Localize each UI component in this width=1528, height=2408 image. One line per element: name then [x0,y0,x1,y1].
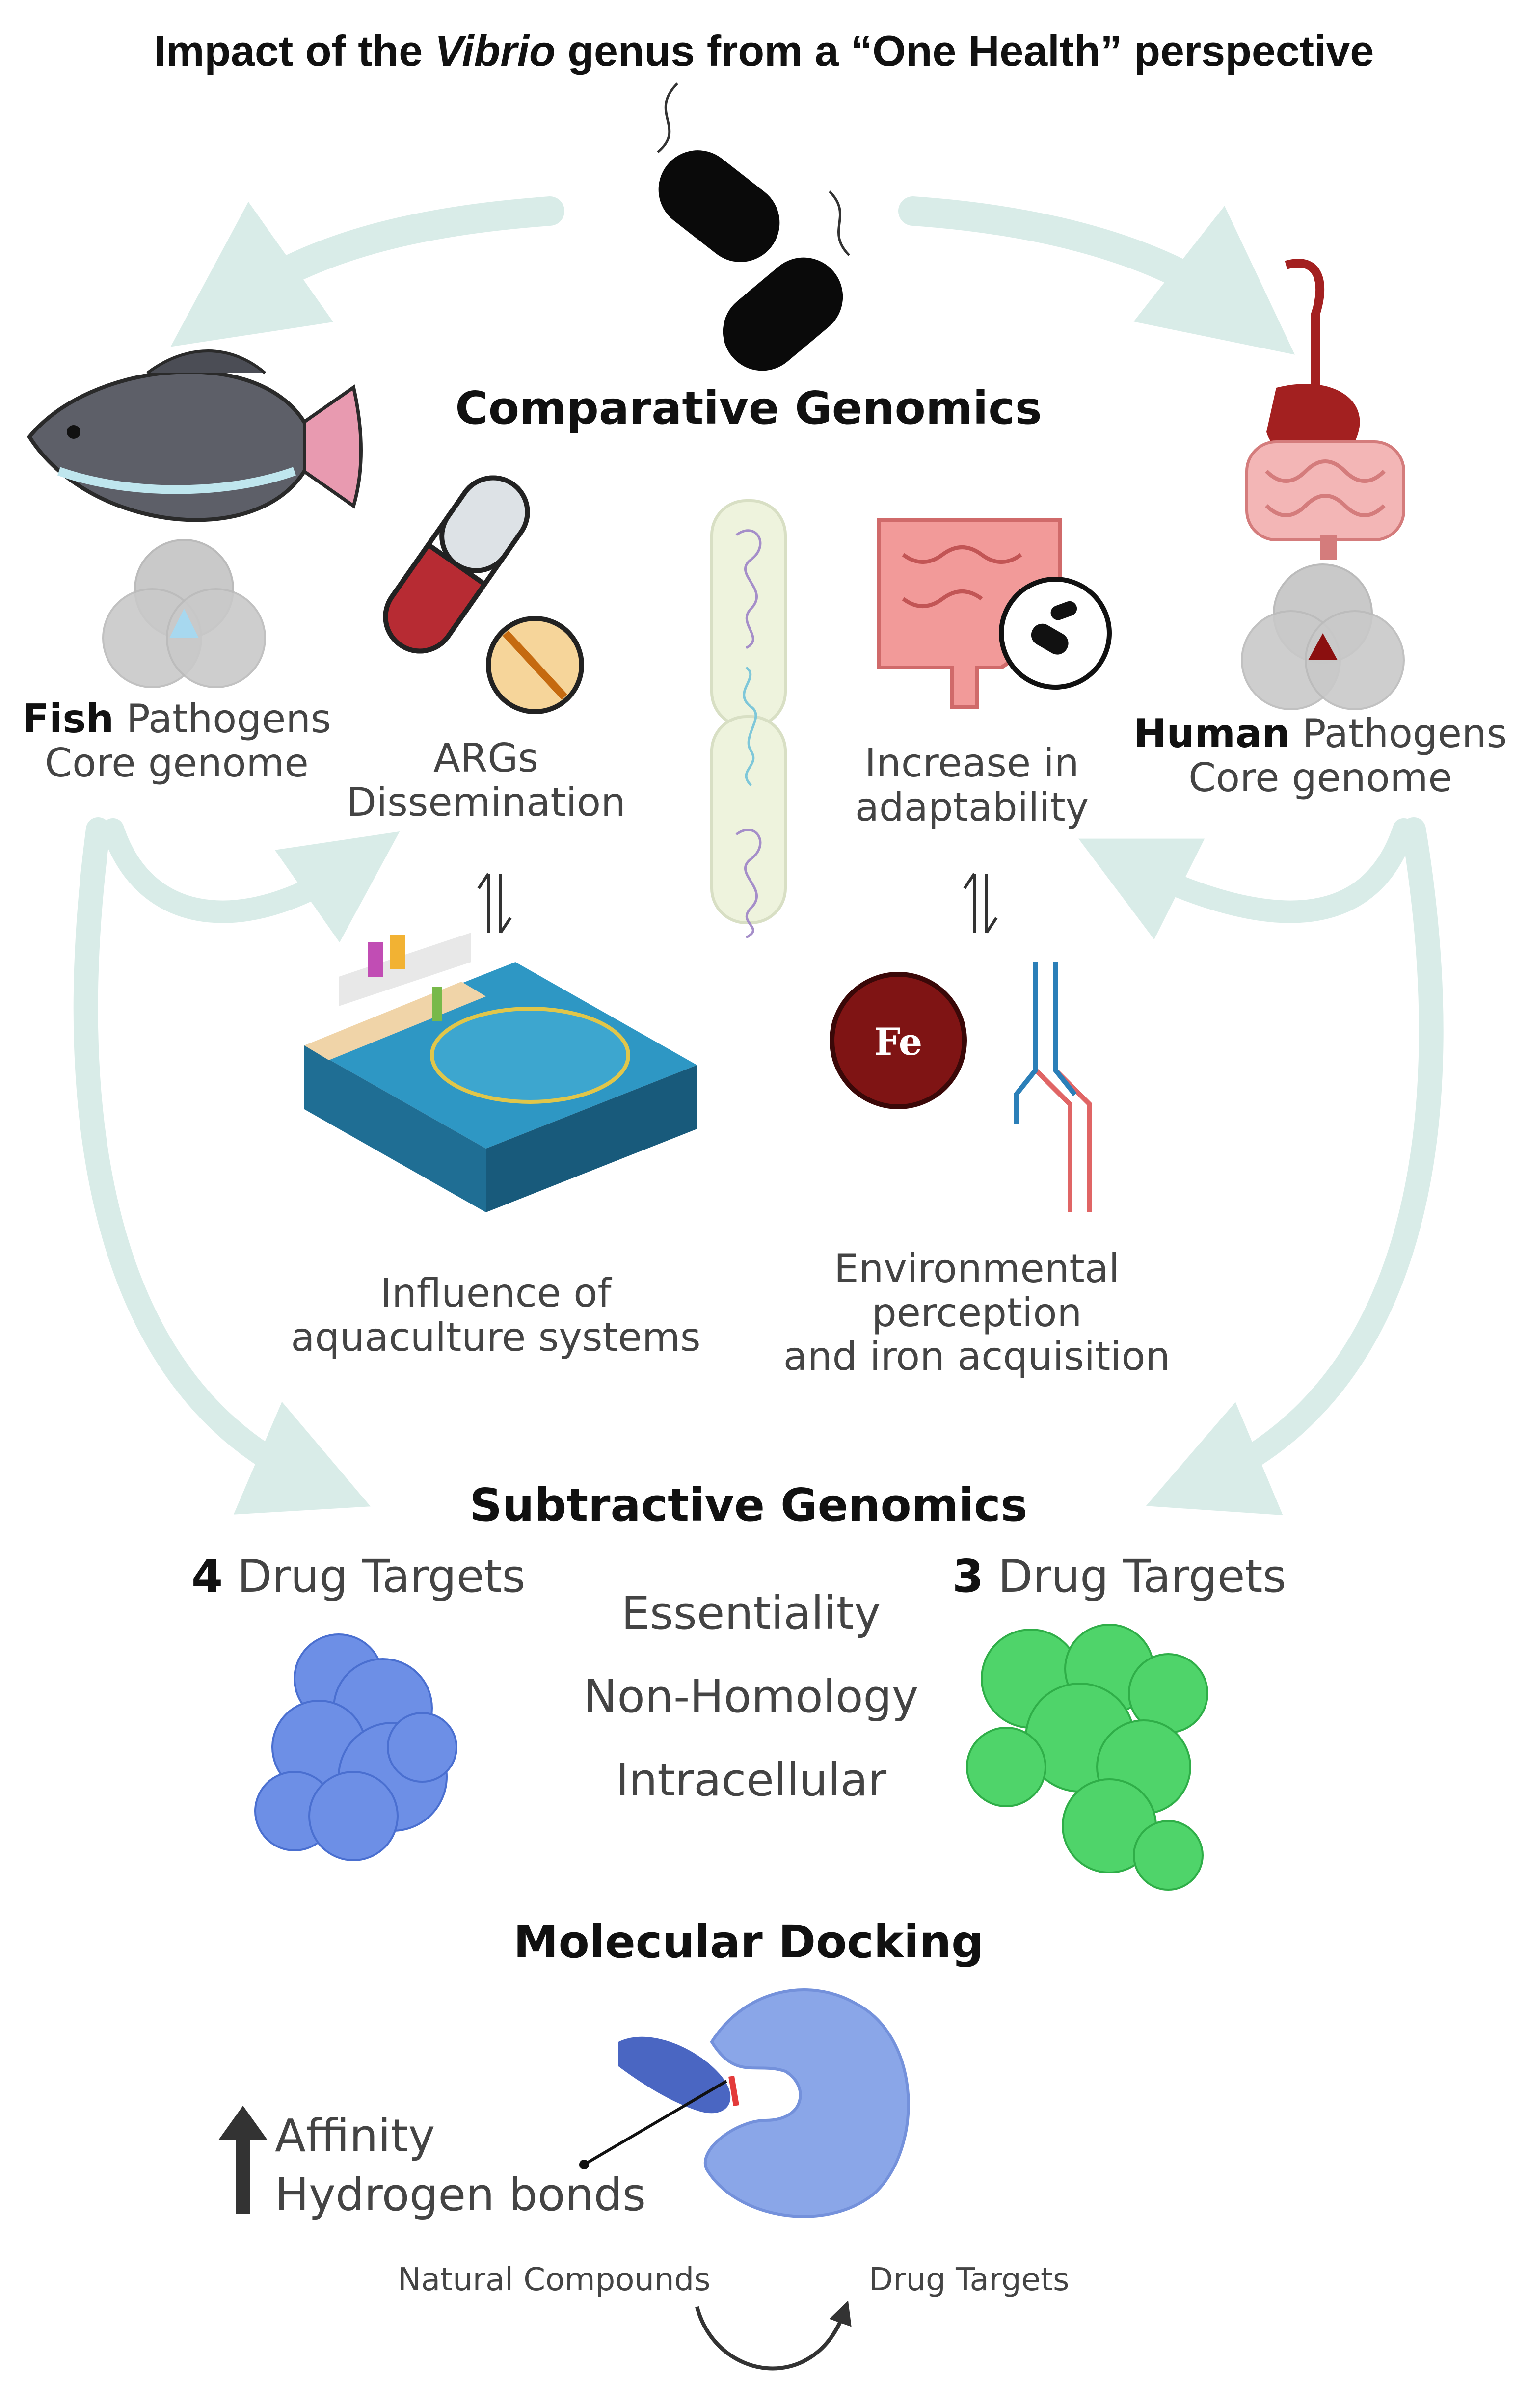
criterion-intracellular: Intracellular [615,1754,887,1806]
args-label: ARGs Dissemination [344,736,628,824]
dna-icon [1014,962,1092,1212]
title-prefix: Impact of the [154,27,423,75]
iron-symbol: Fe [874,1020,923,1064]
section-subtractive-genomics: Subtractive Genomics [469,1479,1028,1531]
docking-natural-compounds: Natural Compounds [398,2262,711,2298]
docking-enzyme-icon [579,1988,910,2218]
human-label: Human Pathogens Core genome [1119,712,1522,800]
env-line3: and iron acquisition [783,1334,1171,1380]
aqua-line1: Influence of [380,1270,612,1316]
up-arrow-icon [218,2106,268,2214]
intestine-icon [877,518,1112,709]
flow-arrows [73,196,1444,1515]
fish-label-rest: Pathogens [126,696,331,742]
docking-drug-targets: Drug Targets [869,2262,1070,2298]
tablet-icon [486,616,584,714]
section-molecular-docking: Molecular Docking [513,1916,984,1968]
human-label-line2: Core genome [1188,754,1452,801]
fish-icon [27,349,363,522]
protein-blue-icon [254,1633,457,1861]
page-title: Impact of the Vibrio genus from a “One H… [0,27,1528,76]
targets-right-text: Drug Targets [998,1550,1287,1603]
aquaculture-icon [304,933,697,1212]
env-line2: perception [871,1289,1082,1336]
cycle-arrow-icon [695,2301,852,2371]
adapt-label: Increase in adaptability [844,741,1099,829]
env-line1: Environmental [833,1246,1120,1291]
arrow-human-to-adapt [1078,818,1415,940]
venn-icon [102,539,266,688]
criterion-non-homology: Non-Homology [583,1670,919,1723]
targets-left-text: Drug Targets [237,1550,526,1603]
title-suffix: genus from a “One Health” perspective [567,27,1374,75]
targets-left-label: 4 Drug Targets [191,1551,525,1602]
venn-icon [1241,563,1405,710]
human-label-rest: Pathogens [1302,711,1507,756]
digestive-system-icon [1245,259,1405,560]
arrow-fish-to-subtractive [73,817,371,1515]
chromosome-icon [710,499,787,939]
fish-label-line2: Core genome [45,740,309,786]
docking-affinity: Affinity [275,2110,435,2162]
arrow-to-fish [170,196,564,347]
targets-right-count: 3 [952,1550,984,1603]
arrow-human-to-subtractive [1146,817,1444,1515]
bacteria-icon [657,82,850,371]
arrow-to-human [898,196,1295,355]
title-genus: Vibrio [434,27,556,75]
fish-label: Fish Pathogens Core genome [20,697,334,785]
targets-left-count: 4 [191,1550,223,1603]
fish-label-bold: Fish [22,696,114,742]
aqua-line2: aquaculture systems [291,1314,701,1360]
iron-icon [830,972,967,1109]
equilibrium-icon [477,873,998,934]
human-label-bold: Human [1133,711,1290,756]
targets-right-label: 3 Drug Targets [952,1551,1286,1602]
aquaculture-label: Influence of aquaculture systems [275,1271,717,1359]
environment-label: Environmental perception and iron acquis… [766,1247,1188,1379]
arrow-fish-to-args [102,818,400,943]
criterion-essentiality: Essentiality [621,1587,881,1639]
adapt-line1: Increase in [864,740,1079,786]
section-comparative-genomics: Comparative Genomics [455,382,1042,434]
protein-green-icon [966,1624,1208,1891]
capsule-icon [383,475,530,654]
adapt-line2: adaptability [855,784,1089,830]
docking-hydrogen-bonds: Hydrogen bonds [275,2168,646,2221]
args-line1: ARGs [433,735,538,781]
args-line2: Dissemination [346,779,626,825]
